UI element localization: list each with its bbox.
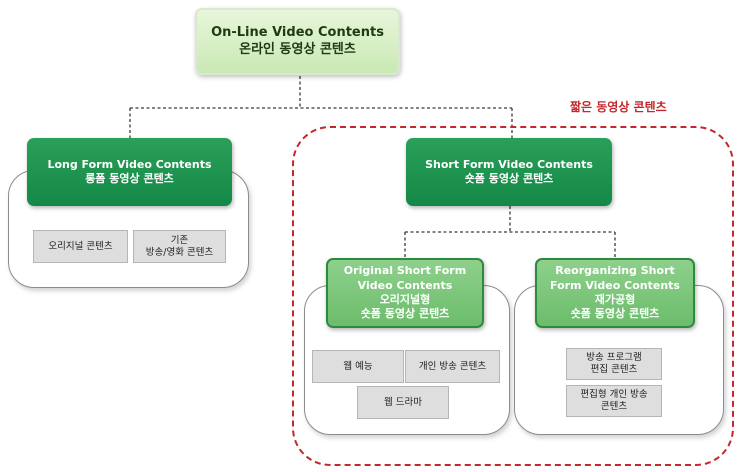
leaf-existing-broadcast-film: 기존 방송/영화 콘텐츠 <box>133 230 226 263</box>
reorganizing-short-line: 재가공형 <box>594 293 636 306</box>
root-node-online-video: On-Line Video Contents 온라인 동영상 콘텐츠 <box>195 8 400 75</box>
leaf-text: 웹 예능 <box>343 360 373 372</box>
leaf-text: 콘텐츠 <box>600 401 628 412</box>
reorganizing-short-line: Form Video Contents <box>550 278 680 292</box>
leaf-web-drama: 웹 드라마 <box>357 386 449 419</box>
short-form-region <box>292 126 734 466</box>
leaf-original-contents: 오리지널 콘텐츠 <box>33 230 128 263</box>
short-form-region-label: 짧은 동영상 콘텐츠 <box>570 100 667 114</box>
reorganizing-short-line: Reorganizing Short <box>555 264 675 278</box>
reorganizing-short-line: 숏폼 동영상 콘텐츠 <box>570 307 660 321</box>
root-node-title: On-Line Video Contents <box>211 24 384 40</box>
leaf-text: 웹 드라마 <box>384 396 422 408</box>
leaf-personal-broadcast: 개인 방송 콘텐츠 <box>405 350 500 383</box>
original-short-node: Original Short Form Video Contents 오리지널형… <box>326 258 484 328</box>
short-form-subtitle: 숏폼 동영상 콘텐츠 <box>464 172 554 185</box>
root-node-subtitle: 온라인 동영상 콘텐츠 <box>239 41 356 57</box>
short-form-node: Short Form Video Contents 숏폼 동영상 콘텐츠 <box>406 138 612 206</box>
leaf-text: 기존 <box>170 234 189 246</box>
leaf-edited-broadcast-program: 방송 프로그램 편집 콘텐츠 <box>566 348 662 380</box>
reorganizing-short-node: Reorganizing Short Form Video Contents 재… <box>535 258 695 328</box>
long-form-subtitle: 롱폼 동영상 콘텐츠 <box>85 172 174 185</box>
original-short-line: Original Short Form <box>343 264 467 278</box>
leaf-text: 편집형 개인 방송 <box>580 389 648 401</box>
leaf-text: 편집 콘텐츠 <box>590 364 638 375</box>
short-form-title: Short Form Video Contents <box>425 157 593 171</box>
original-short-line: 오리지널형 <box>379 293 431 306</box>
long-form-node: Long Form Video Contents 롱폼 동영상 콘텐츠 <box>27 138 232 206</box>
original-short-line: Video Contents <box>357 278 453 292</box>
leaf-web-entertainment: 웹 예능 <box>312 350 404 383</box>
long-form-title: Long Form Video Contents <box>47 157 212 171</box>
leaf-text: 방송 프로그램 <box>586 352 642 364</box>
leaf-edited-personal-broadcast: 편집형 개인 방송 콘텐츠 <box>566 385 662 417</box>
leaf-text: 방송/영화 콘텐츠 <box>145 246 214 258</box>
leaf-text: 오리지널 콘텐츠 <box>48 240 113 252</box>
leaf-text: 개인 방송 콘텐츠 <box>418 360 487 372</box>
original-short-line: 숏폼 동영상 콘텐츠 <box>360 307 450 321</box>
